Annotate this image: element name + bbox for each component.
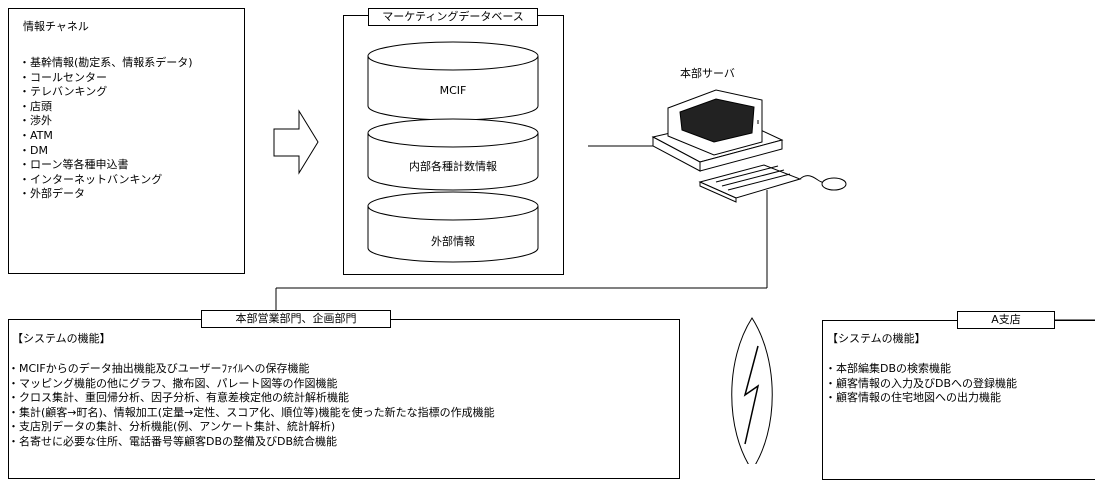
branch-heading: 【システムの機能】: [827, 332, 926, 345]
list-item: ・MCIFからのデータ抽出機能及びユーザーﾌｧｲﾙへの保存機能: [8, 362, 310, 375]
hq-heading: 【システムの機能】: [12, 332, 111, 345]
hq-function-list: ・MCIFからのデータ抽出機能及びユーザーﾌｧｲﾙへの保存機能 ・マッピング機能…: [8, 362, 495, 450]
flow-arrow: [273, 109, 319, 175]
list-item: ・インターネットバンキング: [19, 172, 163, 186]
cylinder-label-external: 外部情報: [431, 235, 475, 248]
list-item: ・店頭: [19, 99, 52, 113]
list-item: ・基幹情報(勘定系、情報系データ): [19, 56, 193, 69]
cylinder-label-internal: 内部各種計数情報: [409, 160, 497, 173]
list-item: ・外部データ: [19, 187, 85, 201]
list-item: ・テレバンキング: [19, 85, 108, 99]
diagram-graphics: [273, 41, 1095, 464]
hq-title: 本部営業部門、企画部門: [201, 310, 391, 328]
list-item: ・顧客情報の入力及びDBへの登録機能: [825, 376, 1018, 390]
cylinder-internal: [367, 118, 539, 191]
list-item: ・顧客情報の住宅地図への出力機能: [825, 391, 1001, 405]
list-item: ・渉外: [19, 114, 52, 128]
list-item: ・マッピング機能の他にグラフ、撒布図、パレート図等の作図機能: [8, 376, 338, 390]
list-item: ・集計(顧客→町名)、情報加工(定量→定性、スコア化、順位等)機能を使った新たな…: [8, 405, 495, 419]
list-item: ・支店別データの集計、分析機能(例、アンケート集計、統計解析): [8, 420, 336, 434]
list-item: ・ATM: [19, 128, 53, 142]
database-title: マーケティングデータベース: [368, 8, 538, 26]
server-label: 本部サーバ: [680, 67, 735, 80]
list-item: ・本部編集DBの検索機能: [825, 362, 952, 375]
branch-function-list: ・本部編集DBの検索機能 ・顧客情報の入力及びDBへの登録機能 ・顧客情報の住宅…: [825, 362, 1017, 406]
channels-list: ・基幹情報(勘定系、情報系データ) ・コールセンター ・テレバンキング ・店頭 …: [19, 56, 193, 202]
cylinder-mcif: [367, 41, 539, 121]
cylinder-external: [367, 191, 539, 263]
branch-title: A支店: [957, 311, 1055, 329]
list-item: ・コールセンター: [19, 70, 107, 84]
network-link-icon: [731, 317, 773, 464]
channels-title: 情報チャネル: [23, 20, 89, 33]
cylinder-label-mcif: MCIF: [439, 84, 467, 97]
list-item: ・名寄せに必要な住所、電話番号等顧客DBの整備及びDB統合機能: [8, 434, 338, 448]
list-item: ・クロス集計、重回帰分析、因子分析、有意差検定他の統計解析機能: [8, 391, 349, 405]
list-item: ・DM: [19, 143, 48, 157]
list-item: ・ローン等各種申込書: [19, 158, 129, 172]
channels-box: 情報チャネル ・基幹情報(勘定系、情報系データ) ・コールセンター ・テレバンキ…: [8, 8, 245, 274]
computer-icon: [651, 89, 847, 203]
